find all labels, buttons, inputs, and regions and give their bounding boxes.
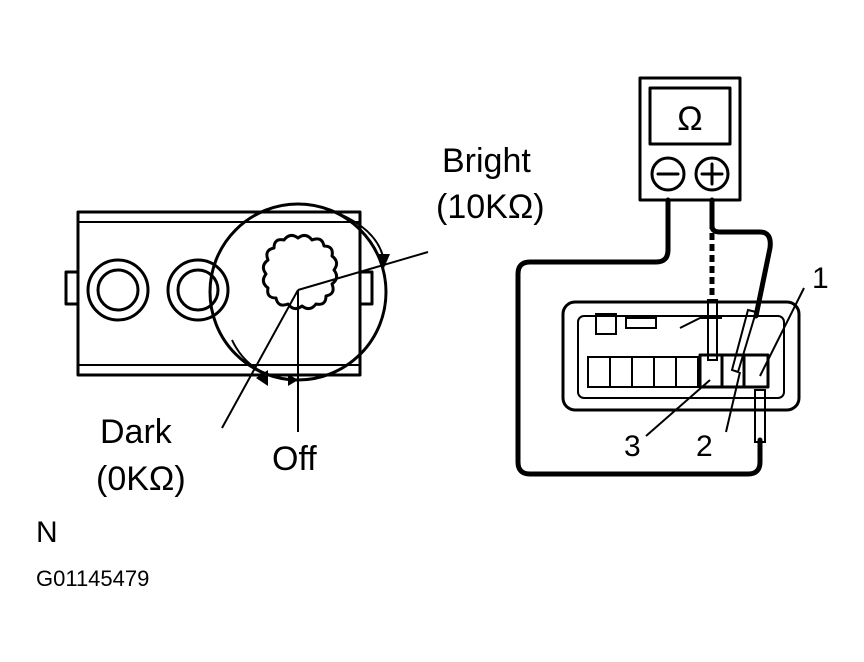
dimmer-switch — [64, 202, 429, 432]
label-bright: Bright — [442, 142, 531, 180]
minus-terminal-icon — [650, 156, 686, 192]
label-dark: Dark — [100, 413, 173, 451]
negative-test-lead — [515, 197, 763, 477]
connector-pins — [587, 353, 770, 389]
positive-test-lead — [709, 197, 773, 319]
plus-terminal-icon — [694, 156, 730, 192]
label-off: Off — [272, 440, 317, 478]
ohm-symbol: Ω — [677, 100, 702, 138]
figure-id: G01145479 — [36, 566, 149, 591]
probe-pins — [707, 299, 766, 443]
serrated-knob — [261, 233, 339, 311]
round-button-left — [86, 258, 150, 322]
switch-connector — [561, 300, 801, 412]
terminal-1-label: 1 — [812, 262, 829, 295]
terminal-3-label: 3 — [624, 430, 641, 463]
footer-note: N — [36, 516, 58, 549]
round-button-middle — [166, 258, 230, 322]
label-dark-value: (0KΩ) — [96, 460, 186, 498]
terminal-2-label: 2 — [696, 430, 713, 463]
ohmmeter: Ω — [638, 76, 742, 202]
label-bright-value: (10KΩ) — [436, 188, 545, 226]
